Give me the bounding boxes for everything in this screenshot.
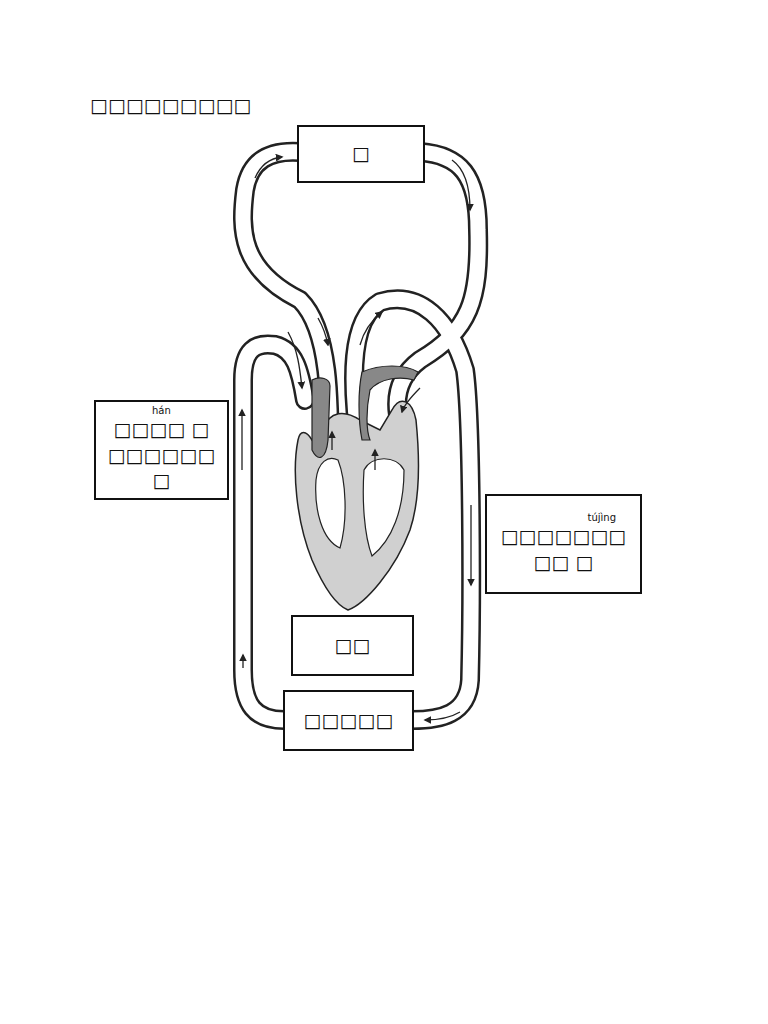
pinyin-annotation: tújìng xyxy=(587,513,616,523)
node-text: □□□□ □ □□□□□□ □ xyxy=(102,417,221,494)
lung-box: □ xyxy=(297,125,425,183)
node-text: □□□□□ xyxy=(304,708,394,734)
diagram-title: □□□□□□□□□ xyxy=(90,94,252,116)
node-text: □ xyxy=(352,141,370,167)
pinyin-annotation: hán xyxy=(152,406,171,416)
body-box: □□□□□ xyxy=(283,690,414,751)
heart-label-box: □□ xyxy=(291,615,414,676)
note-box: hán□□□□ □ □□□□□□ □ xyxy=(94,400,229,500)
node-text: □□□□□□□□□ □ xyxy=(493,524,634,575)
node-text: □□ xyxy=(335,633,371,659)
note-box: tújìng□□□□□□□□□ □ xyxy=(485,494,642,594)
